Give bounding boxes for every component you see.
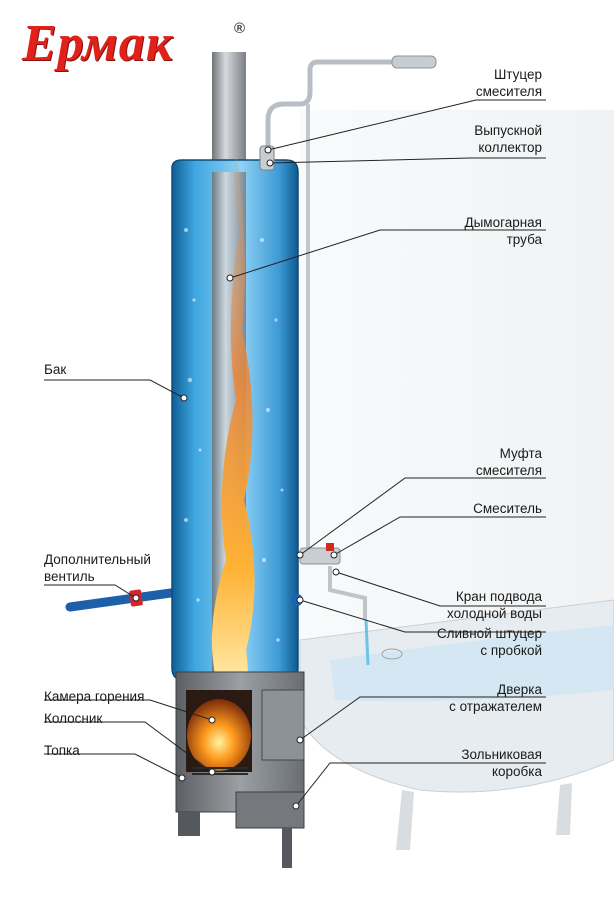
label-door-reflector: Дверка с отражателем — [449, 682, 542, 714]
label-outlet-collector: Выпускной коллектор — [474, 123, 542, 155]
flame — [211, 150, 255, 708]
grate-bars — [192, 767, 248, 775]
shower-pipe — [265, 59, 395, 148]
drain-ring — [381, 648, 403, 660]
mixer-red-handle — [326, 543, 334, 551]
mixer-spout — [328, 566, 367, 620]
bath-water — [330, 625, 614, 702]
leader-dots — [132, 146, 340, 810]
water-stream — [364, 619, 370, 666]
label-drain-fitting: Сливной штуцер с пробкой — [436, 626, 542, 658]
extra-valve-pipe — [65, 587, 183, 612]
brand-logo: Ермак — [22, 15, 174, 72]
label-tank: Бак — [44, 362, 67, 377]
label-ash-box: Зольниковая коробка — [461, 747, 542, 779]
ash-box — [235, 791, 305, 829]
label-mixer-fitting: Штуцер смесителя — [475, 67, 542, 99]
registered-mark: ® — [234, 20, 246, 37]
leader-lines-left — [44, 379, 213, 779]
label-mixer: Смеситель — [473, 501, 542, 516]
bath-leg — [396, 790, 414, 850]
label-extra-valve: Дополнительный вентиль — [44, 552, 151, 584]
firebox-door — [261, 689, 305, 761]
label-grate: Колосник — [44, 711, 103, 726]
label-mixer-coupling: Муфта смесителя — [475, 446, 542, 478]
stove-foot — [178, 812, 200, 836]
stove-foot — [282, 828, 292, 868]
label-firebox: Топка — [44, 743, 80, 758]
water-bubbles — [184, 228, 284, 642]
label-cold-water-tap: Кран подвода холодной воды — [447, 589, 542, 621]
label-combustion-chamber: Камера горения — [44, 689, 145, 704]
bath-leg — [556, 783, 572, 835]
leader-lines — [229, 99, 546, 807]
shower-head — [391, 55, 437, 69]
label-flue-pipe: Дымогарная труба — [464, 215, 542, 247]
